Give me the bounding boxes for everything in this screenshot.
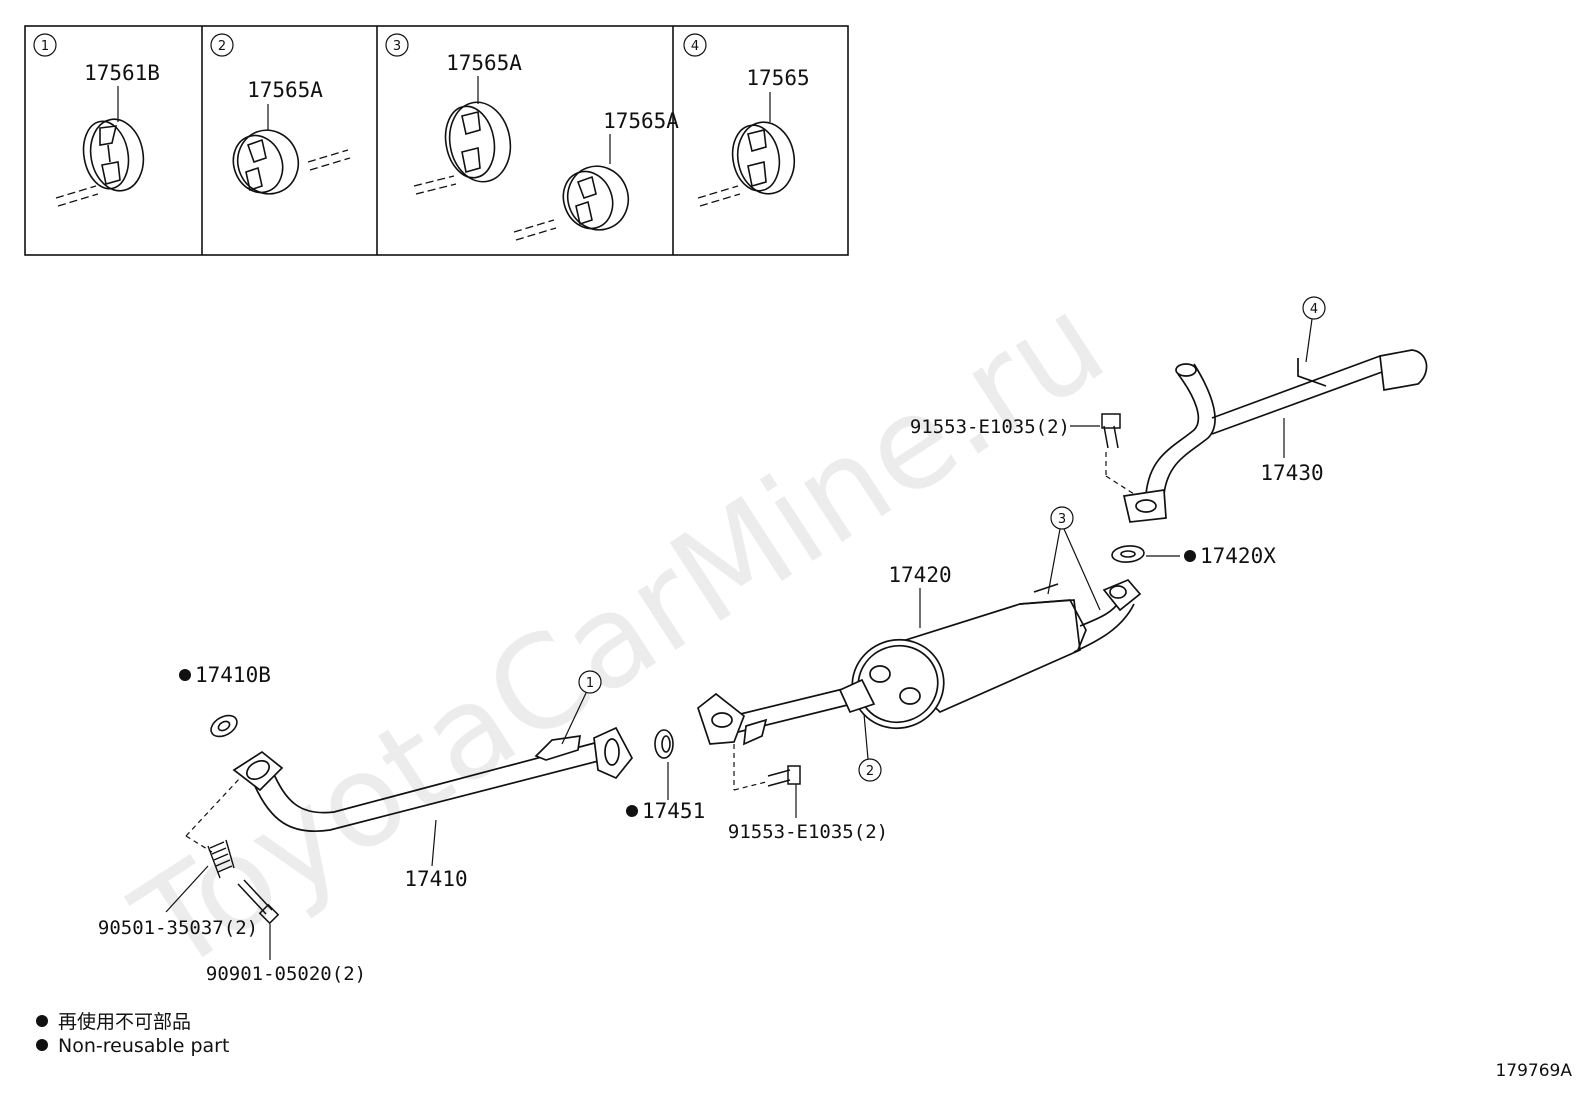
rubber-hanger-icon [232, 129, 300, 195]
svg-text:17410: 17410 [404, 867, 467, 891]
center-pipe-muffler [697, 578, 1142, 746]
legend-en: Non-reusable part [58, 1035, 229, 1057]
svg-text:3: 3 [1058, 512, 1066, 527]
callout-2: 2 [858, 713, 882, 782]
pipe-stub-icon [55, 185, 99, 207]
svg-text:4: 4 [1310, 302, 1318, 317]
bolt-icon [767, 765, 801, 787]
gasket-17420x [1111, 545, 1145, 563]
label-bolt-lower: 91553-E1035(2) [728, 784, 888, 843]
rubber-hanger-icon [82, 118, 145, 192]
label-17420x: 17420X [1146, 544, 1276, 568]
label-17410b: 17410B [179, 663, 271, 687]
front-exhaust-pipe [232, 726, 634, 832]
svg-text:91553-E1035(2): 91553-E1035(2) [728, 821, 888, 843]
label-spring: 90501-35037(2) [98, 865, 258, 939]
callout-3: 3 [1047, 506, 1101, 611]
svg-text:17420X: 17420X [1200, 544, 1276, 568]
label-bolt-front: 90901-05020(2) [206, 924, 366, 985]
label-bolt-upper: 91553-E1035(2) [910, 416, 1100, 438]
gasket-17451 [654, 729, 674, 759]
label-17420: 17420 [888, 563, 952, 628]
callout-1: 1 [561, 670, 602, 745]
panel-1-part-label: 17561B [84, 61, 160, 85]
legend: 再使用不可部品 Non-reusable part [36, 1011, 229, 1057]
pipe-stub-icon [697, 185, 741, 207]
callout-4: 4 [1302, 296, 1326, 363]
legend-jp: 再使用不可部品 [58, 1011, 191, 1033]
pipe-stub-icon [513, 219, 557, 241]
svg-text:17410B: 17410B [195, 663, 271, 687]
svg-text:2: 2 [866, 764, 874, 779]
inset-panel-3: 3 17565A 17565A [385, 33, 679, 241]
gasket-17410b [210, 714, 238, 738]
panel-3-part-label-b: 17565A [603, 109, 679, 133]
panel-1-number: 1 [41, 39, 49, 54]
panel-4-number: 4 [691, 39, 699, 54]
svg-text:91553-E1035(2): 91553-E1035(2) [910, 416, 1070, 438]
bolt-icon [1101, 413, 1121, 449]
panel-3-number: 3 [393, 39, 401, 54]
panel-4-part-label: 17565 [746, 66, 809, 90]
inset-panel-2: 2 17565A [210, 33, 351, 195]
panel-2-number: 2 [218, 39, 226, 54]
tail-pipe [1122, 349, 1428, 523]
label-17430: 17430 [1260, 418, 1324, 485]
compression-spring-icon [207, 839, 235, 879]
svg-text:90901-05020(2): 90901-05020(2) [206, 963, 366, 985]
diagram-code: 179769A [1495, 1061, 1572, 1081]
pipe-stub-icon [413, 175, 457, 195]
label-17410: 17410 [404, 819, 468, 891]
rubber-hanger-icon [731, 121, 796, 195]
svg-text:17430: 17430 [1260, 461, 1323, 485]
svg-text:90501-35037(2): 90501-35037(2) [98, 917, 258, 939]
rubber-hanger-icon [444, 101, 512, 183]
inset-box [24, 25, 849, 256]
svg-text:1: 1 [586, 676, 594, 691]
inset-panel-4: 4 17565 [683, 33, 810, 207]
panel-2-part-label: 17565A [247, 78, 323, 102]
svg-text:17420: 17420 [888, 563, 951, 587]
pipe-stub-icon [307, 149, 351, 171]
label-17451: 17451 [626, 762, 705, 823]
rubber-hanger-icon [562, 165, 630, 231]
svg-text:17451: 17451 [642, 799, 705, 823]
panel-3-part-label-a: 17565A [446, 51, 522, 75]
inset-panel-1: 1 17561B [33, 33, 160, 207]
bolt-icon [237, 879, 280, 925]
